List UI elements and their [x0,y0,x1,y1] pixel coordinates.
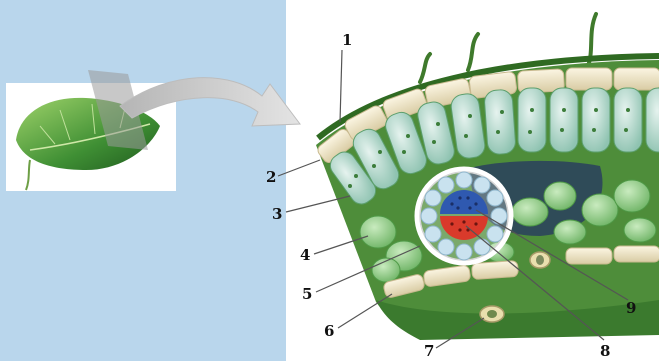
label-1: 1 [342,31,352,49]
label-9: 9 [626,299,636,317]
label-6: 6 [324,322,334,340]
label-5: 5 [302,285,312,303]
label-2: 2 [266,168,276,186]
label-7: 7 [424,342,434,360]
stoma-bottom [480,306,504,322]
label-4: 4 [300,246,310,264]
label-8: 8 [600,342,610,360]
label-3: 3 [272,205,282,223]
stoma [530,252,550,268]
vascular-bundle [417,169,511,263]
